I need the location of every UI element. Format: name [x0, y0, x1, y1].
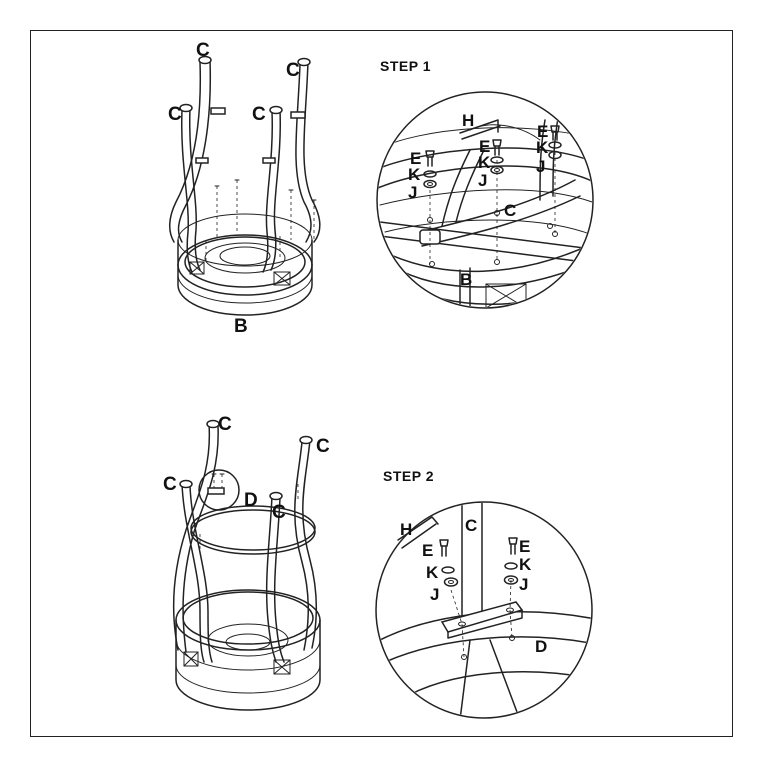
step2-leg-label-1: C — [218, 414, 232, 435]
step1-leg-label-2: C — [286, 60, 300, 81]
step2-title: STEP 2 — [383, 468, 434, 484]
step2-hardware-left — [439, 539, 459, 587]
step1-detail-magnification: H E K J E K J E K J C B — [376, 91, 594, 309]
step1-seat-b — [177, 213, 313, 316]
step1-hardware-right — [548, 125, 562, 160]
step2-flatwasher-label-left: J — [430, 585, 439, 604]
step1-title: STEP 1 — [380, 58, 431, 74]
step1-hardware-left — [423, 150, 437, 189]
step2-detail-magnification: H E K J E K J C D — [375, 501, 593, 719]
step2-screw-label-left: E — [422, 541, 433, 560]
step1-leg-label-4: C — [252, 104, 266, 125]
step1-flatwasher-label-mid: J — [478, 171, 487, 190]
step2-ring-label: D — [244, 490, 258, 511]
step1-seat-detail-label: B — [460, 270, 472, 289]
step1-screw-label-right: E — [537, 122, 548, 141]
step2-ring-detail-label: D — [535, 637, 547, 656]
step1-leg-label-1: C — [196, 40, 210, 61]
step1-seat-label: B — [234, 316, 248, 337]
step1-flatwasher-label-right: J — [536, 157, 545, 176]
step2-screw-label-right: E — [519, 537, 530, 556]
step1-leg-label-3: C — [168, 104, 182, 125]
step2-leg-detail-label: C — [465, 516, 477, 535]
step1-screw-label-mid: E — [479, 137, 490, 156]
step1-lockwasher-label-left: K — [408, 165, 421, 184]
step1-screw-label-left: E — [410, 149, 421, 168]
step1-lockwasher-label-right: K — [536, 138, 549, 157]
step2-stool-illustration: C C C C D — [163, 414, 330, 711]
step2-leg-label-4: C — [272, 502, 286, 523]
step1-stool-illustration: C C C C B — [168, 40, 321, 337]
instruction-sheet-border — [30, 30, 733, 737]
step1-lockwasher-label-mid: K — [478, 153, 491, 172]
step2-flatwasher-label-right: J — [519, 575, 528, 594]
step2-hex-key-label: H — [400, 520, 412, 539]
step1-hex-key-label: H — [462, 111, 474, 130]
step2-leg-label-2: C — [316, 436, 330, 457]
step2-hardware-right — [503, 537, 519, 585]
step2-lockwasher-label-right: K — [519, 555, 532, 574]
step2-leg-label-3: C — [163, 474, 177, 495]
step1-hardware-middle — [490, 139, 504, 175]
step1-flatwasher-label-left: J — [408, 183, 417, 202]
step1-legs-c — [169, 55, 321, 273]
step1-leg-detail-label: C — [504, 201, 516, 220]
step2-lockwasher-label-left: K — [426, 563, 439, 582]
